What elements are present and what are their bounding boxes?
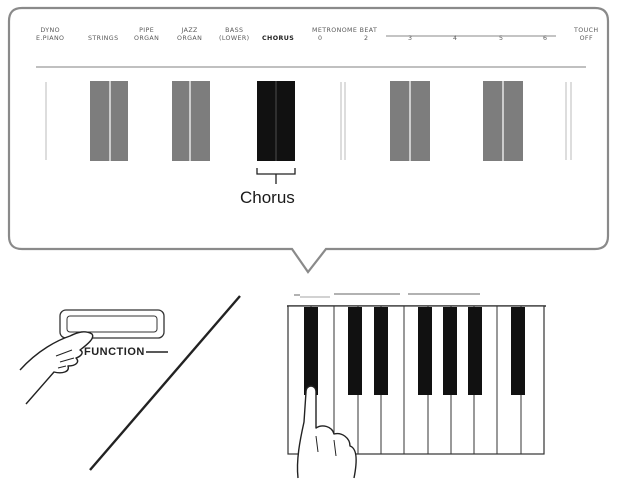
function-button-graphic: [59, 309, 168, 353]
label-touch-off: TOUCH OFF: [574, 27, 599, 43]
zoom-keyboard: [40, 80, 580, 162]
label-line: OFF: [579, 35, 593, 42]
label-dyno-epiano: DYNO E.PIANO: [36, 27, 64, 43]
label-line: PIPE: [139, 27, 155, 34]
hand-finger-lines: [55, 349, 75, 369]
label-line: ORGAN: [177, 35, 203, 42]
label-strings: STRINGS: [88, 35, 118, 43]
hand-pressing-key: [296, 385, 357, 479]
metronome-beat-0: 0: [318, 35, 323, 42]
metronome-beat-3: 3: [408, 35, 413, 42]
metronome-beat-6: 6: [543, 35, 548, 42]
function-button-label: FUNCTION: [84, 346, 145, 358]
small-black-key: [374, 307, 388, 395]
diagonal-divider: [89, 295, 241, 471]
label-line: BASS: [225, 27, 244, 34]
zoom-black-key-pipe-organ: [172, 81, 210, 161]
hand-pressing-function: [19, 331, 94, 405]
label-bass-lower: BASS (LOWER): [219, 27, 250, 43]
label-line: ORGAN: [134, 35, 160, 42]
small-black-key: [443, 307, 457, 395]
function-button-inner: [66, 315, 158, 333]
metronome-beat-title: METRONOME BEAT: [312, 27, 378, 34]
label-line: JAZZ: [181, 27, 198, 34]
label-chorus: CHORUS: [262, 35, 294, 43]
label-jazz-organ: JAZZ ORGAN: [177, 27, 202, 43]
label-line: (LOWER): [219, 35, 250, 42]
label-line: DYNO: [40, 27, 61, 34]
chorus-bracket: [256, 168, 296, 184]
label-line: CHORUS: [262, 35, 295, 42]
small-black-key: [468, 307, 482, 395]
zoom-black-key-strings: [90, 81, 128, 161]
chorus-callout: Chorus: [240, 188, 295, 207]
small-black-key: [348, 307, 362, 395]
metronome-beat-5: 5: [499, 35, 504, 42]
metronome-beat-4: 4: [453, 35, 458, 42]
label-pipe-organ: PIPE ORGAN: [134, 27, 159, 43]
label-line: TOUCH: [574, 27, 599, 34]
hand-knuckle-lines: [315, 435, 337, 457]
label-line: STRINGS: [88, 35, 119, 42]
small-black-key: [304, 307, 318, 395]
small-black-key: [511, 307, 525, 395]
label-line: E.PIANO: [36, 35, 65, 42]
metronome-beat-2: 2: [364, 35, 369, 42]
small-black-key: [418, 307, 432, 395]
